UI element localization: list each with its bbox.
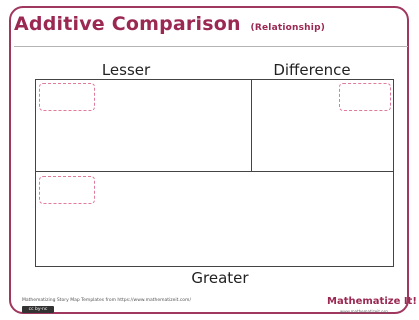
lesser-label: Lesser <box>101 61 151 79</box>
title-subtitle: (Relationship) <box>250 23 326 33</box>
greater-label: Greater <box>191 269 249 287</box>
greater-placeholder[interactable] <box>39 176 95 204</box>
lesser-placeholder[interactable] <box>39 83 95 111</box>
brand-url: www.mathematizeit.org <box>340 309 388 314</box>
difference-label: Difference <box>273 61 351 79</box>
title-divider <box>14 46 408 47</box>
title-text: Additive Comparison <box>14 13 241 35</box>
footer-credit: Mathematizing Story Map Templates from h… <box>22 298 191 303</box>
lesser-box[interactable] <box>35 79 252 172</box>
brand-logo: Mathematize It! <box>327 296 417 307</box>
license-badge: cc by-nc <box>22 306 54 313</box>
page-title: Additive Comparison (Relationship) <box>14 13 325 35</box>
difference-placeholder[interactable] <box>339 83 391 111</box>
